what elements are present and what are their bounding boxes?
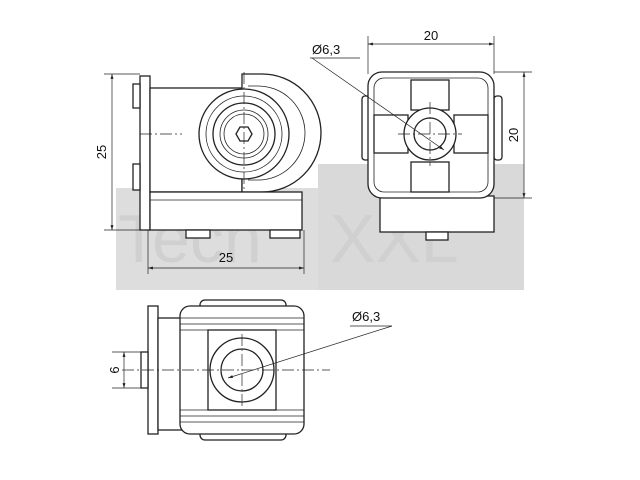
side-width-label: 25 xyxy=(219,250,233,265)
side-height-label: 25 xyxy=(94,145,109,159)
side-view: 25 25 xyxy=(94,72,322,274)
top-hole-label: Ø6,3 xyxy=(352,309,380,324)
hex-socket-icon xyxy=(235,126,253,142)
top-view: Ø6,3 6 xyxy=(107,299,393,441)
top-offset-label: 6 xyxy=(107,366,122,373)
side-foot-right xyxy=(269,229,301,239)
side-head-inner xyxy=(248,85,306,181)
top-base xyxy=(157,317,183,431)
front-width-label: 20 xyxy=(424,28,438,43)
front-stem xyxy=(379,195,495,233)
side-flange xyxy=(139,75,151,231)
front-hole-label: Ø6,3 xyxy=(312,42,340,57)
front-bump-right xyxy=(493,95,503,161)
front-height-label: 20 xyxy=(506,128,521,142)
top-hole-leader xyxy=(227,325,393,379)
side-foot-left xyxy=(185,229,211,239)
side-base xyxy=(149,191,303,231)
front-hole-leader xyxy=(311,57,445,151)
side-tab-top xyxy=(132,83,141,109)
front-stem-nub xyxy=(425,231,449,241)
front-slot-bottom xyxy=(410,161,450,193)
front-view: Ø6,3 20 20 xyxy=(310,28,532,241)
side-tab-bottom xyxy=(132,163,141,191)
